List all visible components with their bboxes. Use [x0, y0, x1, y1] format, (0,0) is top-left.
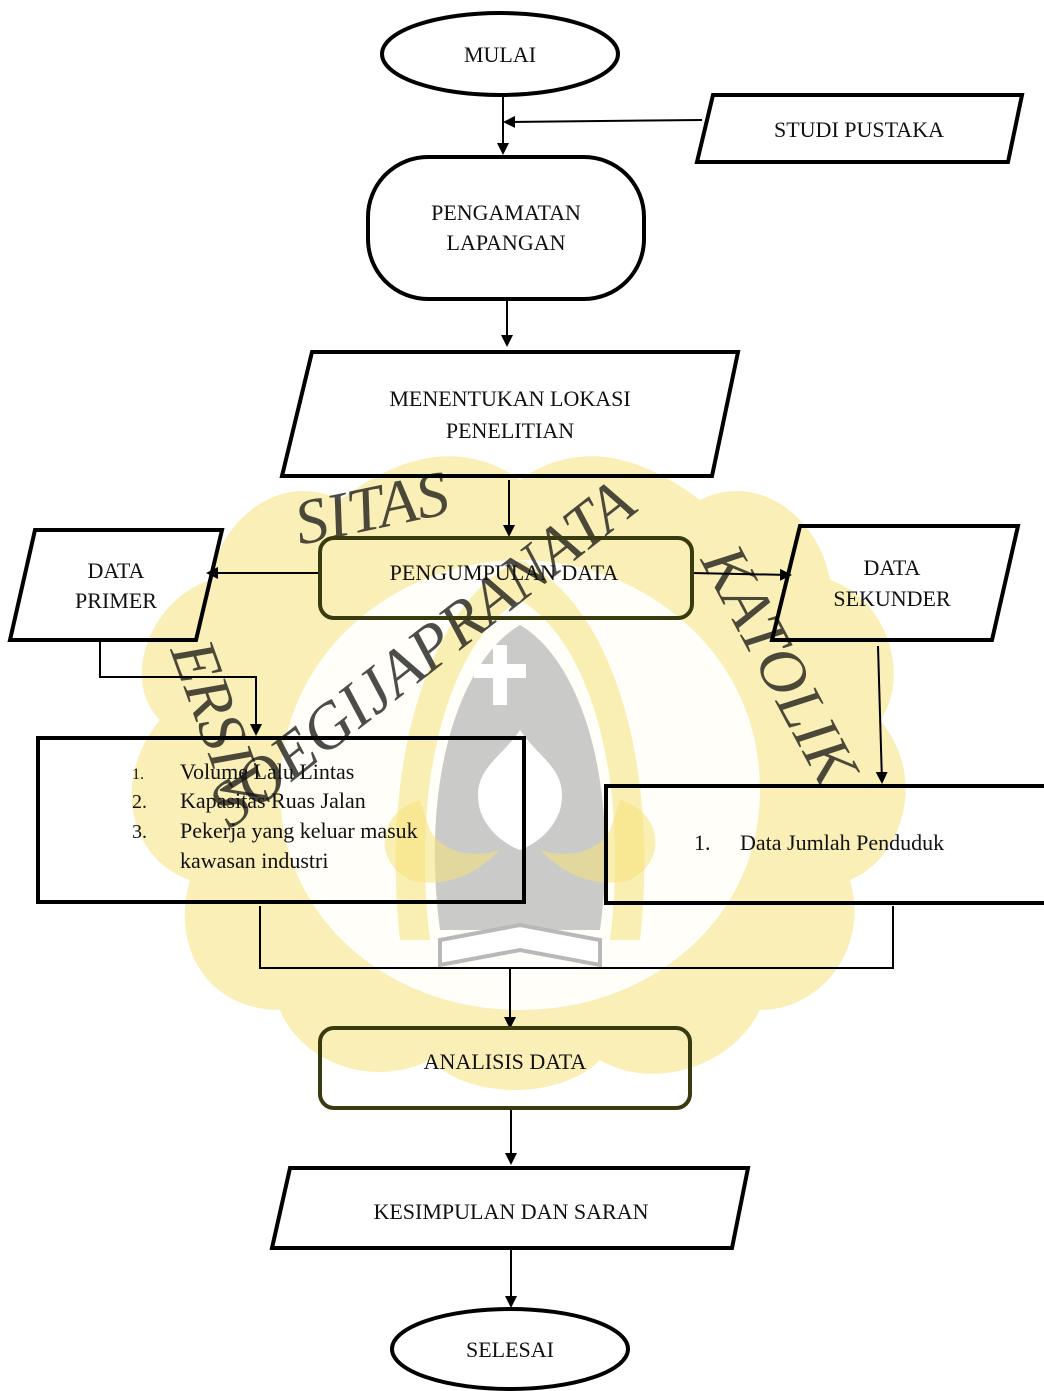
arrow-secondary-to-list: [875, 645, 888, 784]
secondary-label-line2: SEKUNDER: [833, 586, 951, 611]
node-collect: PENGUMPULAN DATA: [318, 536, 694, 620]
literature-parallelogram: [694, 93, 1025, 164]
node-secondary: DATA SEKUNDER: [769, 524, 1021, 642]
conclusion-parallelogram: [269, 1166, 751, 1250]
location-parallelogram: [279, 350, 741, 478]
literature-label: STUDI PUSTAKA: [774, 117, 944, 142]
end-terminator: [390, 1307, 630, 1391]
primary-list-box: [36, 736, 526, 904]
analysis-label: ANALISIS DATA: [424, 1049, 587, 1074]
secondary-label-line1: DATA: [864, 555, 921, 580]
secondary-item-1-number: 1.: [694, 830, 711, 855]
book-icon: [438, 922, 602, 968]
collect-process: [318, 536, 694, 620]
end-label: SELESAI: [466, 1337, 554, 1362]
seal-arch-bands: [395, 560, 645, 940]
conclusion-label: KESIMPULAN DAN SARAN: [373, 1199, 648, 1224]
node-location: MENENTUKAN LOKASI PENELITIAN: [279, 350, 741, 478]
primary-data-list: 1. Volume Lalu Lintas 2. Kapasitas Ruas …: [36, 736, 526, 904]
arrow-collect-to-secondary: [691, 568, 792, 581]
primary-item-3-number: 3.: [132, 821, 147, 843]
start-label: MULAI: [464, 42, 536, 67]
node-start: MULAI: [380, 11, 620, 97]
merge-line: [259, 906, 894, 969]
connectors: [99, 95, 894, 1308]
node-literature: STUDI PUSTAKA: [694, 93, 1025, 164]
primary-label-line1: DATA: [88, 558, 145, 583]
node-end: SELESAI: [390, 1307, 630, 1391]
primary-item-3-continuation: kawasan industri: [180, 848, 328, 873]
secondary-parallelogram: [769, 524, 1021, 642]
arrow-primary-to-list: [99, 640, 262, 736]
observation-process: [366, 155, 646, 301]
node-primary: DATA PRIMER: [7, 528, 225, 642]
primary-label-line2: PRIMER: [75, 588, 157, 613]
flame-icon: [478, 730, 562, 850]
primary-item-3-text: Pekerja yang keluar masuk: [180, 818, 418, 843]
primary-parallelogram: [7, 528, 225, 642]
secondary-item-1-text: Data Jumlah Penduduk: [740, 830, 944, 855]
primary-item-1-number: 1.: [132, 766, 144, 783]
collect-label: PENGUMPULAN DATA: [390, 560, 619, 585]
primary-item-1-text: Volume Lalu Lintas: [180, 759, 354, 784]
node-observation: PENGAMATAN LAPANGAN: [366, 155, 646, 301]
seal-wings: [384, 800, 656, 883]
observation-label-line1: PENGAMATAN: [431, 200, 581, 225]
observation-label-line2: LAPANGAN: [447, 230, 566, 255]
node-conclusion: KESIMPULAN DAN SARAN: [269, 1166, 751, 1250]
node-analysis: ANALISIS DATA: [318, 1026, 692, 1110]
location-label-line1: MENENTUKAN LOKASI: [389, 386, 630, 411]
primary-item-2-text: Kapasitas Ruas Jalan: [180, 788, 366, 813]
location-label-line2: PENELITIAN: [446, 418, 574, 443]
arrow-literature-to-flow: [503, 115, 703, 128]
primary-item-2-number: 2.: [132, 791, 147, 813]
analysis-process: [318, 1026, 692, 1110]
start-terminator: [380, 11, 620, 97]
secondary-list-box: [604, 784, 1044, 905]
secondary-data-list: 1. Data Jumlah Penduduk: [604, 784, 1044, 905]
